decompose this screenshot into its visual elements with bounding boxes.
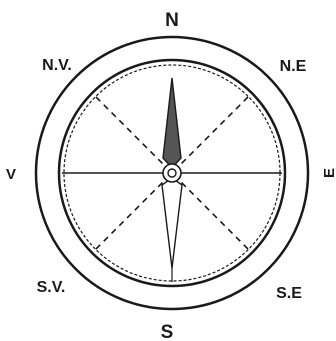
label-west: V [6,166,16,183]
needle-pivot-inner [168,169,176,177]
needle-north [163,78,181,168]
label-southwest: S.V. [37,279,66,296]
label-southeast: S.E [276,285,302,302]
label-north: N [165,10,179,31]
needle-south [162,178,182,268]
label-east: E [321,168,336,178]
label-south: S [161,322,174,341]
label-northeast: N.E [280,58,307,75]
label-northwest: N.V. [42,57,72,74]
